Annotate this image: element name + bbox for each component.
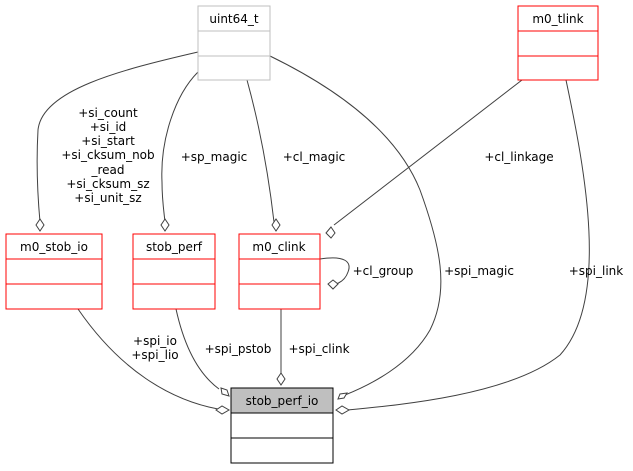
label-uint-to-stob-io: +si_count +si_id +si_start +si_cksum_nob… [61,106,154,205]
class-stob-perf[interactable]: stob_perf [132,233,216,310]
class-uint64-t-label: uint64_t [209,12,259,26]
edge-label-cl-linkage: +cl_linkage [484,150,553,164]
edge-tlink-to-stob-perf-io [346,79,590,411]
diamond-clink-self [327,279,339,290]
class-m0-stob-io[interactable]: m0_stob_io [5,233,103,310]
diamond-perf-io-spi-link [335,405,351,415]
edge-label-si-start: +si_start [81,134,135,148]
edge-label-si-unit-sz: +si_unit_sz [74,191,141,205]
edge-label-spi-clink: +spi_clink [288,342,349,356]
edge-label-cl-magic: +cl_magic [283,150,346,164]
edge-uint64-to-stob-perf [161,71,199,223]
class-m0-tlink[interactable]: m0_tlink [517,5,599,81]
edge-label-spi-lio: +spi_lio [131,348,178,362]
edge-label-si-cksum-nob: +si_cksum_nob [61,148,154,162]
diamond-perf-io-spi-pstob [220,387,230,397]
class-m0-stob-io-label: m0_stob_io [20,240,88,254]
edge-label-spi-magic: +spi_magic [444,264,514,278]
diamond-stob-io [35,218,45,232]
edge-uint64-to-stob-io [36,51,199,223]
edge-label-spi-pstob: +spi_pstob [205,342,272,356]
class-stob-perf-label: stob_perf [146,240,203,254]
diamond-clink-linkage [325,226,336,239]
edge-label-sp-magic: +sp_magic [181,150,248,164]
edge-tlink-to-clink [333,79,523,226]
class-m0-clink-label: m0_clink [252,240,305,254]
edge-label-spi-link: +spi_link [569,264,624,278]
edge-uint64-to-stob-perf-io-magic [269,55,442,396]
edge-uint64-to-clink [246,79,275,223]
edge-label-si-id: +si_id [90,120,127,134]
class-uint64-t[interactable]: uint64_t [197,5,271,81]
edge-label-si-count: +si_count [78,106,138,120]
edge-label-si-cksum-sz: +si_cksum_sz [66,177,149,191]
class-stob-perf-io-label: stob_perf_io [246,394,319,408]
edge-label-spi-io: +spi_io [133,334,177,348]
class-m0-tlink-label: m0_tlink [532,12,583,26]
edge-stob-perf-to-stob-perf-io [175,308,220,390]
diamond-perf-io-spi-io [215,405,231,415]
edge-label-si-cksum-nob-read: _read [90,163,124,177]
class-m0-clink[interactable]: m0_clink [238,233,321,310]
edge-label-cl-group: +cl_group [353,264,414,278]
diamond-perf-io-spi-magic [337,392,348,400]
diamond-stob-perf [160,218,170,232]
diamond-perf-io-spi-clink [276,372,286,386]
edge-stob-io-to-stob-perf-io [77,308,219,410]
class-stob-perf-io[interactable]: stob_perf_io [230,387,334,464]
diamond-clink-top [271,218,281,232]
